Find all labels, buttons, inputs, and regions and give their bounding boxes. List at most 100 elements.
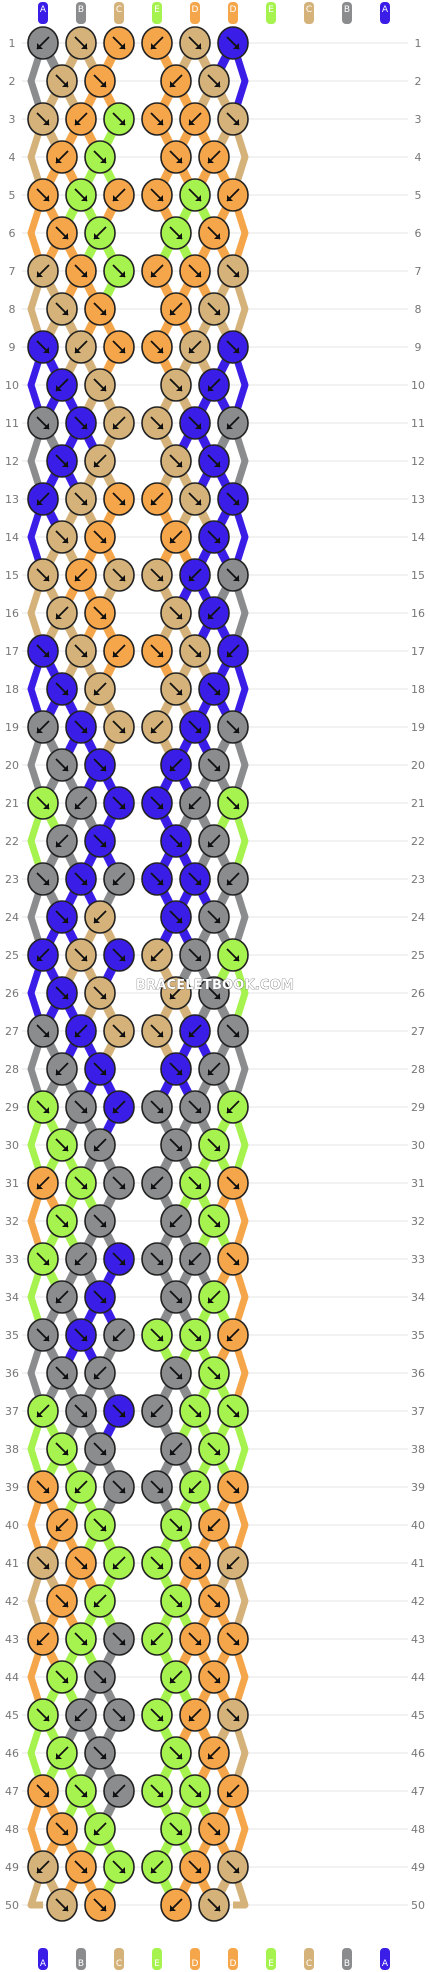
knot	[217, 634, 249, 668]
string-tab-bottom: B	[342, 1948, 352, 1970]
row-number: 27	[411, 1025, 425, 1038]
arrow-head-icon	[43, 347, 49, 353]
row-number: 20	[411, 759, 425, 772]
arrow-head-icon	[189, 803, 195, 809]
string-tab	[76, 1948, 86, 1970]
arrow-head-icon	[81, 1411, 87, 1417]
row-number: 48	[411, 1823, 425, 1836]
arrow-head-icon	[227, 195, 233, 201]
string-tab-bottom: A	[380, 1948, 390, 1970]
knot	[27, 938, 59, 972]
knot	[198, 1584, 230, 1618]
knot	[27, 1394, 59, 1428]
row-number: 50	[5, 1899, 19, 1912]
arrow-head-icon	[62, 233, 68, 239]
knot	[46, 1052, 78, 1086]
string-tab-top: E	[266, 2, 276, 24]
knot	[217, 710, 249, 744]
arrow-head-icon	[94, 461, 100, 467]
knot	[65, 330, 97, 364]
knot	[179, 786, 211, 820]
knot	[46, 596, 78, 630]
string-tab	[304, 2, 314, 24]
knot	[198, 976, 230, 1010]
arrow-head-icon	[157, 1715, 163, 1721]
arrow-head-icon	[62, 1829, 68, 1835]
knot	[160, 976, 192, 1010]
knot	[198, 216, 230, 250]
arrow-head-icon	[189, 347, 195, 353]
arrow-head-icon	[233, 1259, 239, 1265]
arrow-head-icon	[157, 347, 163, 353]
arrow-head-icon	[157, 195, 163, 201]
knot	[103, 406, 135, 440]
arrow-head-icon	[170, 1905, 176, 1911]
row-number: 6	[9, 227, 16, 240]
knot	[160, 292, 192, 326]
arrow-head-icon	[113, 1107, 119, 1113]
arrow-head-icon	[100, 613, 106, 619]
arrow-head-icon	[100, 841, 106, 847]
arrow-head-icon	[195, 1867, 201, 1873]
arrow-head-icon	[43, 1335, 49, 1341]
arrow-head-icon	[56, 1753, 62, 1759]
row-number: 49	[5, 1861, 19, 1874]
knot	[46, 444, 78, 478]
knot	[217, 482, 249, 516]
arrow-head-icon	[170, 1677, 176, 1683]
knot	[160, 444, 192, 478]
arrow-head-icon	[233, 119, 239, 125]
arrow-head-icon	[170, 309, 176, 315]
arrow-head-icon	[113, 1335, 119, 1341]
arrow-head-icon	[119, 43, 125, 49]
arrow-head-icon	[119, 347, 125, 353]
string-tab-bottom: E	[152, 1948, 162, 1970]
string-label: E	[154, 5, 160, 15]
knot	[65, 102, 97, 136]
knot	[217, 938, 249, 972]
row-numbers-left: 1234567891011121314151617181920212223242…	[5, 37, 19, 1912]
knot	[46, 900, 78, 934]
arrow-head-icon	[56, 157, 62, 163]
knot	[217, 862, 249, 896]
arrow-head-icon	[208, 1525, 214, 1531]
arrow-head-icon	[214, 1221, 220, 1227]
arrow-head-icon	[214, 993, 220, 999]
knot	[179, 1698, 211, 1732]
knot	[198, 1660, 230, 1694]
row-number: 14	[411, 531, 425, 544]
knot	[217, 786, 249, 820]
knot	[65, 1546, 97, 1580]
knot	[160, 368, 192, 402]
string-tab	[38, 2, 48, 24]
arrow-head-icon	[62, 537, 68, 543]
arrow-head-icon	[170, 537, 176, 543]
string-tab-top: E	[152, 2, 162, 24]
string-tab-bottom: A	[38, 1948, 48, 1970]
row-number: 6	[415, 227, 422, 240]
arrow-head-icon	[227, 1563, 233, 1569]
arrow-head-icon	[81, 1107, 87, 1113]
arrow-head-icon	[176, 1829, 182, 1835]
knot	[217, 254, 249, 288]
knot	[217, 102, 249, 136]
row-number: 41	[5, 1557, 19, 1570]
knot	[141, 26, 173, 60]
knot	[198, 292, 230, 326]
knot	[103, 1394, 135, 1428]
knot	[27, 26, 59, 60]
row-number: 10	[5, 379, 19, 392]
knot	[84, 1204, 116, 1238]
knot	[179, 102, 211, 136]
arrow-head-icon	[100, 1525, 106, 1531]
arrow-head-icon	[233, 1715, 239, 1721]
knot	[65, 178, 97, 212]
knot	[103, 1622, 135, 1656]
row-number: 5	[415, 189, 422, 202]
arrow-head-icon	[214, 461, 220, 467]
knot	[27, 1090, 59, 1124]
row-number: 42	[5, 1595, 19, 1608]
knot	[46, 1280, 78, 1314]
knot	[103, 1774, 135, 1808]
knot	[65, 1090, 97, 1124]
